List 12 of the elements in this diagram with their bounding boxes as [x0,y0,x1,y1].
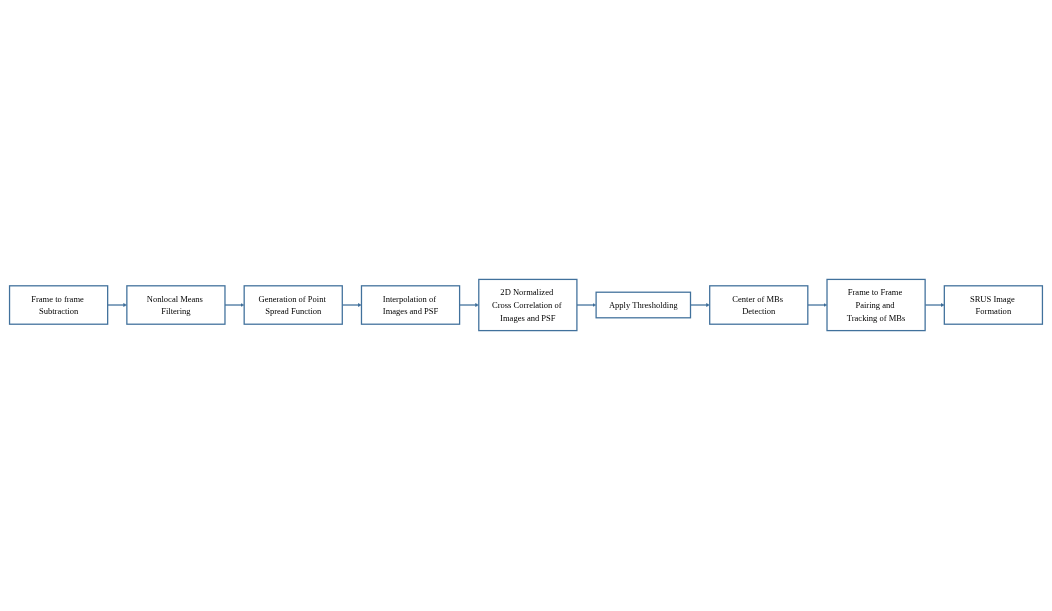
node-box: SRUS Image Formation [943,285,1044,326]
node-box: Frame to Frame Pairing and Tracking of MBs [826,279,926,332]
node-box: Nonlocal Means Filtering [126,285,226,326]
node-box: Apply Thresholding [595,292,692,319]
arrow [576,303,597,308]
arrow [224,303,245,308]
node-box: Interpolation of Images and PSF [360,285,461,326]
node-box: Frame to frame Subtraction [8,285,109,326]
node-box: 2D Normalized Cross Correlation of Images and PSF [478,279,578,332]
node-box: Center of MBs Detection [709,285,809,326]
node-box: Generation of Point Spread Function [243,285,343,326]
arrow [807,303,828,308]
